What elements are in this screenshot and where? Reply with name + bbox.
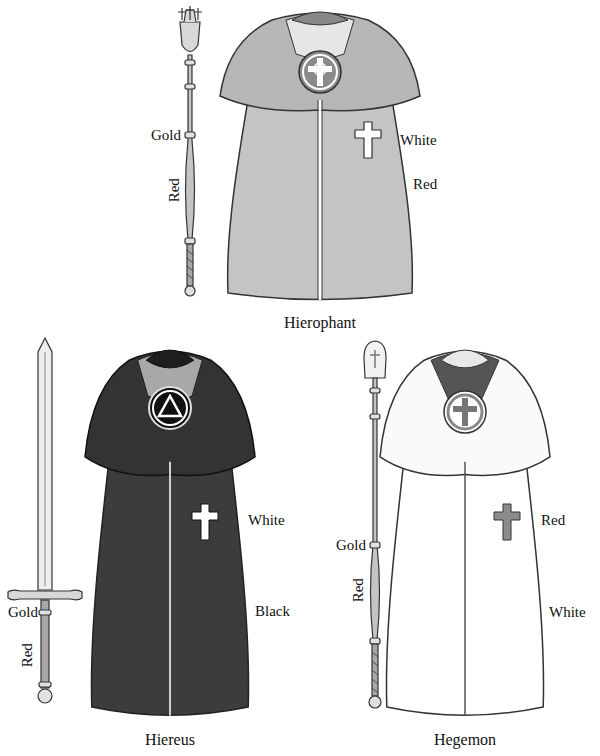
colour-label: Gold xyxy=(8,604,38,621)
colour-label: Red xyxy=(541,512,565,529)
red-cross xyxy=(494,504,520,540)
colour-label: Gold xyxy=(151,127,181,144)
colour-label: White xyxy=(549,604,586,621)
office-caption: Hiereus xyxy=(145,731,195,749)
colour-label: Red xyxy=(19,643,36,667)
hierophant-robe xyxy=(220,12,420,300)
colour-label: Black xyxy=(255,603,290,620)
hiereus-sword xyxy=(8,338,82,703)
office-caption: Hierophant xyxy=(284,314,356,332)
hierophant-sceptre xyxy=(178,6,202,296)
office-caption: Hegemon xyxy=(434,731,496,749)
hiereus-robe xyxy=(85,350,255,716)
white-cross xyxy=(192,504,218,540)
hiereus-lamen xyxy=(149,387,191,429)
colour-label: White xyxy=(248,512,285,529)
hegemon-lamen xyxy=(444,391,486,433)
hierophant-lamen xyxy=(299,51,341,93)
colour-label: Red xyxy=(413,176,437,193)
white-cross xyxy=(355,122,381,158)
colour-label: Gold xyxy=(336,537,366,554)
colour-label: Red xyxy=(350,578,367,602)
hegemon-robe xyxy=(380,350,550,716)
colour-label: White xyxy=(400,132,437,149)
hegemon-sceptre xyxy=(364,341,386,708)
colour-label: Red xyxy=(166,178,183,202)
